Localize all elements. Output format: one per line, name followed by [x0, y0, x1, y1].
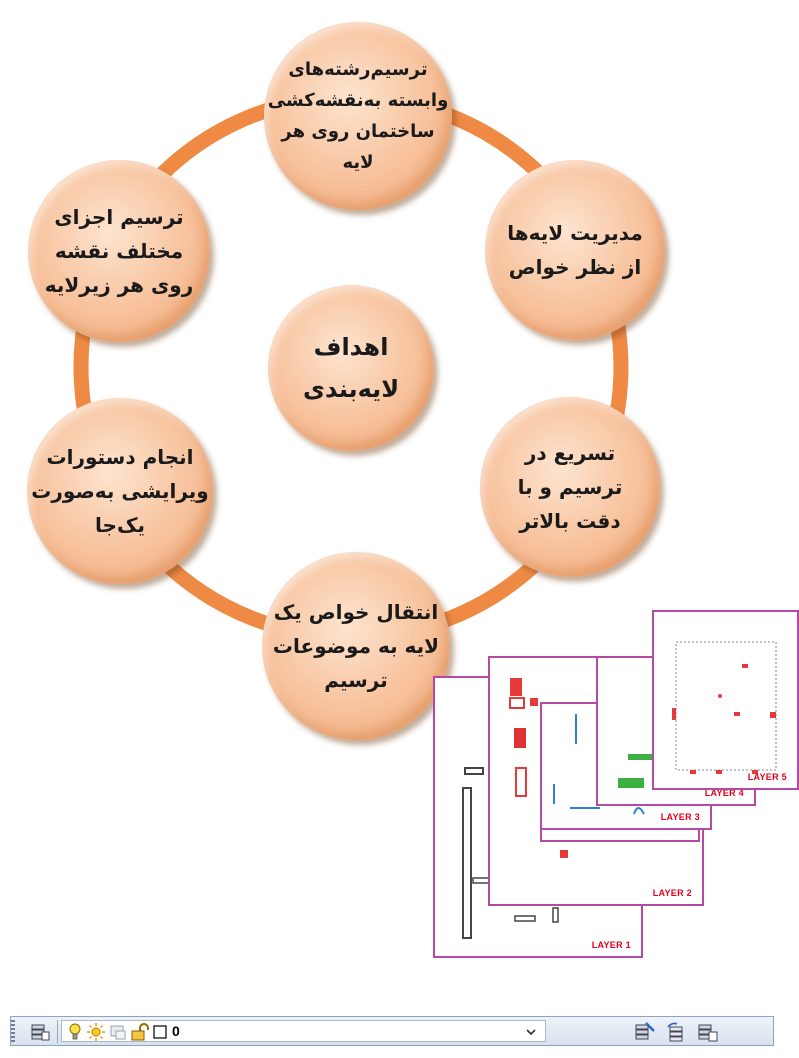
layer-5-label: LAYER 5	[747, 772, 787, 782]
center-node: اهداف لایه‌بندی	[268, 285, 434, 451]
layer-5-drawing-icon	[672, 641, 777, 774]
sun-thaw-icon[interactable]	[86, 1021, 106, 1042]
layer-sheets-illustration: LAYER 1 LAYER 2 LAYER 3 LAYER 4	[420, 590, 799, 970]
unlocked-padlock-icon[interactable]	[130, 1021, 152, 1042]
layer-toolbar-bar: 0	[10, 1016, 774, 1046]
lightbulb-on-icon[interactable]	[66, 1021, 84, 1042]
color-swatch-icon[interactable]	[153, 1021, 167, 1042]
layer-2-label: LAYER 2	[652, 888, 692, 898]
node-lower-right-label: تسریع در ترسیم و با دقت بالاتر	[517, 441, 623, 533]
toolbar-grip[interactable]	[11, 1020, 15, 1042]
layer-1-label: LAYER 1	[591, 940, 631, 950]
layer-dropdown[interactable]: 0	[61, 1020, 546, 1042]
node-lower-left: انجام دستورات ویرایشی به‌صورت یک‌جا	[27, 398, 213, 584]
node-upper-left: ترسیم اجزای مختلف نقشه روی هر زیرلایه	[28, 160, 210, 342]
node-lower-left-label: انجام دستورات ویرایشی به‌صورت یک‌جا	[31, 445, 209, 537]
node-bottom-label: انتقال خواص یک لایه به موضوعات ترسیم	[272, 600, 440, 692]
layer-states-icon[interactable]	[695, 1021, 721, 1042]
node-upper-right-label: مدیریت لایه‌ها از نظر خواص	[507, 221, 643, 279]
layer-4-label: LAYER 4	[704, 788, 744, 798]
node-bottom: انتقال خواص یک لایه به موضوعات ترسیم	[262, 552, 450, 740]
layer-properties-icon[interactable]	[29, 1021, 51, 1042]
toolbar-separator	[57, 1020, 58, 1043]
layer-previous-icon[interactable]	[663, 1021, 689, 1042]
node-lower-right: تسریع در ترسیم و با دقت بالاتر	[480, 397, 660, 577]
layer-toolbar: 0	[0, 1006, 799, 1058]
node-top: ترسیم‌رشته‌های وابسته به‌نقشه‌کشی ساختما…	[264, 22, 452, 210]
layer-3-drawing-icon	[553, 714, 645, 815]
node-upper-left-label: ترسیم اجزای مختلف نقشه روی هر زیرلایه	[44, 205, 194, 297]
layer-sheet-5: LAYER 5	[652, 610, 799, 790]
node-top-label: ترسیم‌رشته‌های وابسته به‌نقشه‌کشی ساختما…	[267, 59, 449, 173]
dropdown-arrow-icon[interactable]	[520, 1021, 542, 1042]
layer-4-drawing-icon	[618, 754, 658, 788]
center-label: اهداف لایه‌بندی	[302, 333, 400, 403]
viewport-freeze-icon[interactable]	[108, 1021, 128, 1042]
current-layer-name: 0	[172, 1023, 180, 1039]
node-upper-right: مدیریت لایه‌ها از نظر خواص	[485, 160, 665, 340]
layer-2-drawing-icon	[509, 678, 568, 858]
make-current-icon[interactable]	[631, 1021, 657, 1042]
layer-3-label: LAYER 3	[660, 812, 700, 822]
